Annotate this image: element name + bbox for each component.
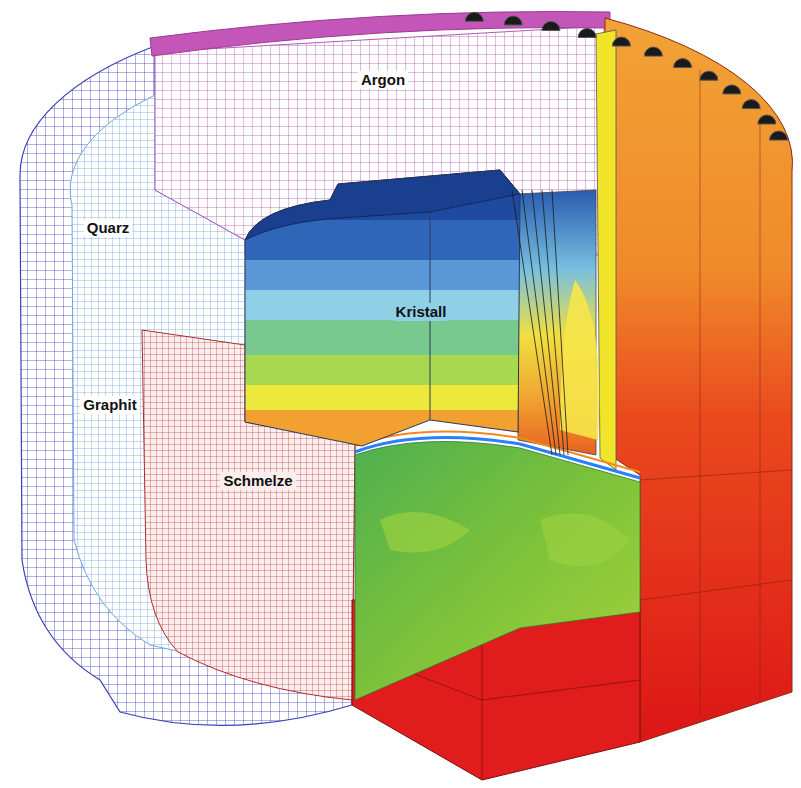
heater-bump <box>770 131 788 140</box>
figure-part <box>240 385 530 410</box>
heater-bump <box>758 115 776 124</box>
heater-bump <box>542 21 560 30</box>
melt-surface <box>355 438 640 478</box>
heater-elements <box>465 12 787 140</box>
heater-bump <box>644 47 662 56</box>
region-label: Schmelze <box>220 472 295 491</box>
melt-surface-edge <box>355 432 640 472</box>
heater-bump <box>465 12 483 21</box>
region-label: Argon <box>358 71 408 90</box>
melt-patches <box>380 512 630 567</box>
region-label: Graphit <box>80 396 139 415</box>
region-label: Quarz <box>84 219 133 238</box>
figure-part <box>240 290 530 320</box>
region-label: Kristall <box>393 303 450 322</box>
figure-part <box>240 260 530 290</box>
wall-lines <box>640 70 792 715</box>
heater-bump <box>578 28 596 37</box>
figure-part <box>240 410 530 460</box>
crystal <box>240 160 530 460</box>
heater-bump <box>742 100 760 109</box>
crystal-outline <box>245 170 520 446</box>
heater-bump <box>674 59 692 68</box>
melt-field <box>355 441 640 700</box>
heater-bump <box>723 85 741 94</box>
heater-bump <box>700 71 718 80</box>
heater-bump <box>504 16 522 25</box>
mesh-fan <box>512 190 568 455</box>
figure-part <box>240 355 530 385</box>
lid-rim <box>150 12 610 56</box>
heater-bump <box>612 37 630 46</box>
figure-part <box>240 320 530 355</box>
